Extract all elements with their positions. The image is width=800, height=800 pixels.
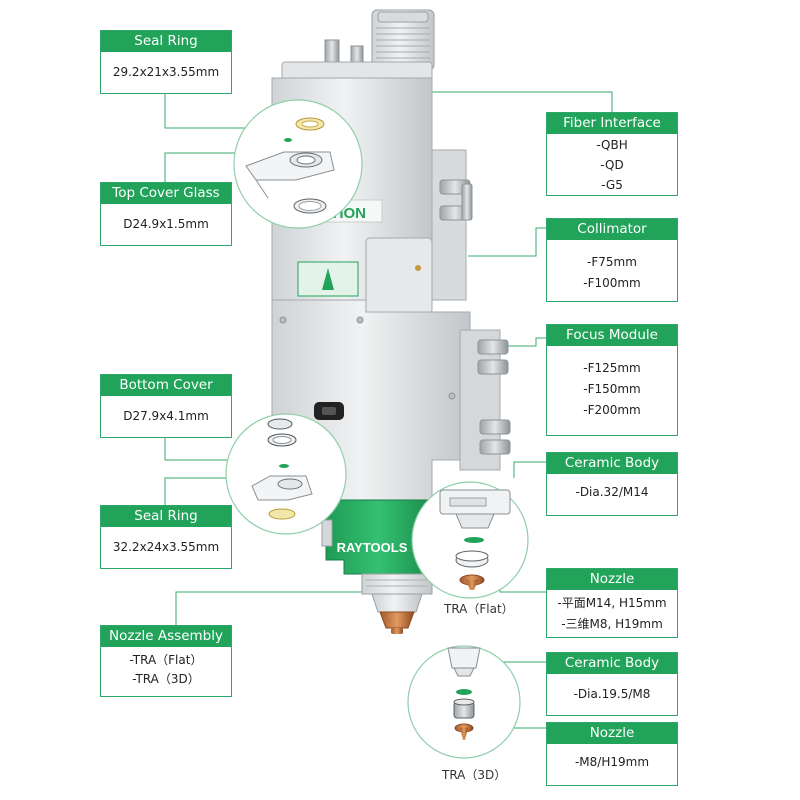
nozzle-3d-title: Nozzle xyxy=(547,723,677,744)
focus-module-item: -F150mm xyxy=(583,382,641,396)
ceramic-body-icon xyxy=(447,647,481,719)
ceramic-body-3d-value: -Dia.19.5/M8 xyxy=(573,687,651,701)
bottom-cover-glass-title: Bottom Cover Glass xyxy=(101,375,231,414)
fiber-interface-title: Fiber Interface xyxy=(547,113,677,134)
nozzle-icon xyxy=(454,723,474,740)
top-cover-glass-holder-icon xyxy=(245,151,335,199)
top-detail-circle xyxy=(233,99,363,229)
top-cover-glass-box: Top Cover Glass D24.9x1.5mm xyxy=(100,182,232,246)
seal-ring-bottom-value: 32.2x24x3.55mm xyxy=(112,540,220,554)
seal-ring-top-box: Seal Ring 29.2x21x3.55mm xyxy=(100,30,232,94)
leader-seal-ring-top xyxy=(164,94,262,129)
collimator-title: Collimator xyxy=(547,219,677,240)
bottom-cover-glass-box: Bottom Cover Glass D27.9x4.1mm xyxy=(100,374,232,438)
collimator-item: -F75mm xyxy=(587,255,637,269)
top-cover-glass-title: Top Cover Glass xyxy=(101,183,231,204)
ceramic-body-icon xyxy=(439,489,511,568)
nozzle-flat-title: Nozzle xyxy=(547,569,677,590)
fiber-interface-item: -G5 xyxy=(601,178,623,192)
leader-nozzle-assembly xyxy=(175,591,376,625)
collimator-box: Collimator -F75mm -F100mm xyxy=(546,218,678,302)
focus-module-box: Focus Module -F125mm -F150mm -F200mm xyxy=(546,324,678,436)
leader-top-cover-glass xyxy=(164,152,248,182)
ceramic-body-flat-value: -Dia.32/M14 xyxy=(575,485,649,499)
leader-fiber-interface xyxy=(432,91,613,112)
leader-seal-ring-bottom xyxy=(164,477,248,505)
tra-flat-caption: TRA（Flat） xyxy=(444,602,514,616)
brand-logo: RAYTOOLS xyxy=(337,540,408,555)
nozzle-flat-item: -三维M8, H19mm xyxy=(561,617,663,631)
nozzle-assembly-title: Nozzle Assembly xyxy=(101,626,231,647)
ceramic-body-flat-title: Ceramic Body xyxy=(547,453,677,474)
fiber-interface-box: Fiber Interface -QBH -QD -G5 xyxy=(546,112,678,196)
bottom-detail-circle xyxy=(225,413,347,535)
focus-module-item: -F200mm xyxy=(583,403,641,417)
tra-flat-detail-circle xyxy=(411,481,529,599)
ceramic-body-flat-box: Ceramic Body -Dia.32/M14 xyxy=(546,452,678,516)
leader-ceramic-body-flat xyxy=(513,461,546,478)
fiber-interface-item: -QD xyxy=(600,158,624,172)
cover-glass-icon xyxy=(293,198,327,214)
nozzle-flat-item: -平面M14, H15mm xyxy=(557,596,667,610)
cover-glass-icon xyxy=(251,475,313,501)
top-cover-glass-value: D24.9x1.5mm xyxy=(123,217,209,231)
tra-3d-caption: TRA（3D） xyxy=(442,768,507,782)
tra-3d-detail-circle xyxy=(407,645,521,759)
nozzle-assembly-item: -TRA（Flat） xyxy=(129,653,203,667)
nozzle-assembly-box: Nozzle Assembly -TRA（Flat） -TRA（3D） xyxy=(100,625,232,697)
nozzle-assembly-item: -TRA（3D） xyxy=(132,672,200,686)
nozzle-flat-box: Nozzle -平面M14, H15mm -三维M8, H19mm xyxy=(546,568,678,638)
nozzle-3d-value: -M8/H19mm xyxy=(574,755,650,769)
nozzle-icon xyxy=(459,574,485,590)
seal-ring-bottom-title: Seal Ring xyxy=(101,506,231,527)
fiber-interface-item: -QBH xyxy=(596,138,628,152)
bottom-cover-glass-value: D27.9x4.1mm xyxy=(123,409,209,423)
focus-module-item: -F125mm xyxy=(583,361,641,375)
focus-module-title: Focus Module xyxy=(547,325,677,346)
seal-ring-bottom-box: Seal Ring 32.2x24x3.55mm xyxy=(100,505,232,569)
seal-ring-icon xyxy=(295,117,325,131)
ceramic-body-3d-box: Ceramic Body -Dia.19.5/M8 xyxy=(546,652,678,716)
seal-ring-top-value: 29.2x21x3.55mm xyxy=(112,65,220,79)
leader-bottom-cover-glass xyxy=(164,438,250,461)
leader-focus-module xyxy=(504,337,546,347)
ceramic-body-3d-title: Ceramic Body xyxy=(547,653,677,674)
leader-collimator xyxy=(468,227,546,257)
nozzle-3d-box: Nozzle -M8/H19mm xyxy=(546,722,678,786)
seal-ring-icon xyxy=(267,418,297,447)
seal-ring-top-title: Seal Ring xyxy=(101,31,231,52)
leader-lines xyxy=(164,91,613,729)
collimator-item: -F100mm xyxy=(583,276,641,290)
